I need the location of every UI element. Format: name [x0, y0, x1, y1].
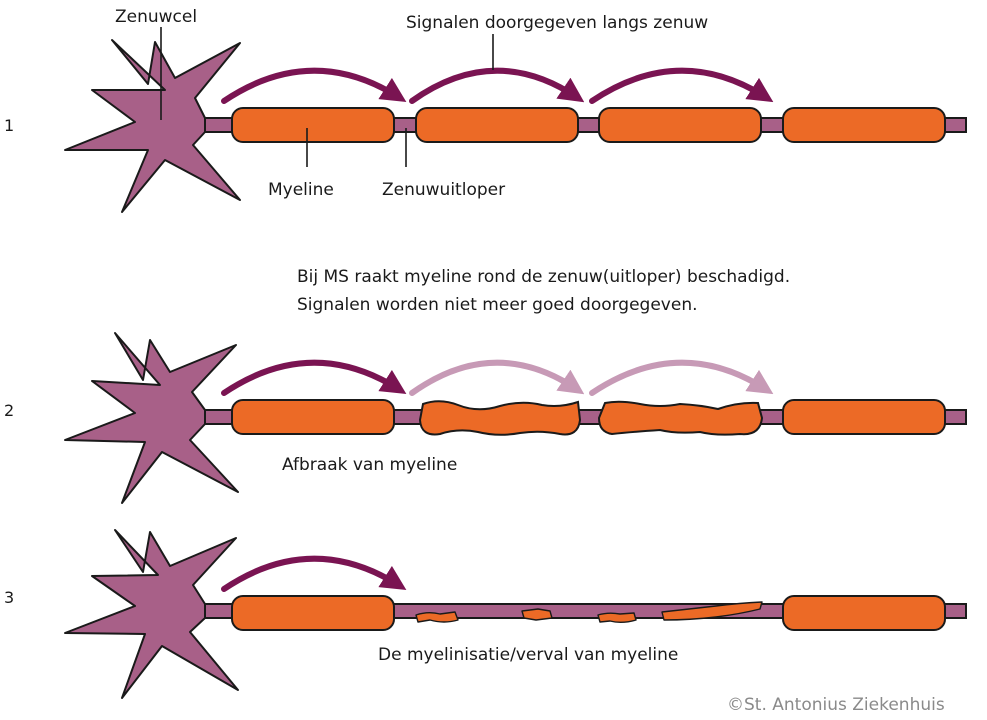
myelin-sheath-damaged: [418, 400, 582, 436]
nerve-cell-body: [64, 39, 241, 213]
myelin-sheath: [782, 399, 946, 435]
row-number-3: 3: [4, 588, 14, 607]
myelin-fragment: [415, 611, 459, 623]
label-demyelination: De myelinisatie/verval van myeline: [378, 645, 678, 665]
myelin-sheath: [782, 107, 946, 143]
row-3: 3 De myelinisatie/verval van myeline: [4, 529, 967, 699]
myelin-sheath: [231, 107, 395, 143]
signal-arrow-strong: [221, 359, 407, 396]
myelin-sheath: [415, 107, 579, 143]
myelin-sheath: [598, 107, 762, 143]
signal-arrow-strong: [409, 67, 585, 104]
myelin-sheath: [231, 595, 395, 631]
ms-explanation-line-1: Bij MS raakt myeline rond de zenuw(uitlo…: [297, 267, 790, 287]
signal-arrow-strong: [589, 67, 774, 104]
signal-arrow-strong: [221, 67, 407, 104]
label-myelin: Myeline: [268, 180, 334, 200]
label-myelin-breakdown: Afbraak van myeline: [282, 455, 457, 475]
myelin-fragment: [661, 601, 763, 621]
nerve-cell-body: [64, 332, 239, 504]
row-number-1: 1: [4, 116, 14, 135]
myelin-fragment: [597, 612, 637, 623]
myelin-sheath: [782, 595, 946, 631]
row-2: 2 Afbraak van myeline: [4, 332, 967, 504]
signal-arrow-weak: [589, 359, 774, 396]
ms-explanation-line-2: Signalen worden niet meer goed doorgegev…: [297, 295, 698, 315]
myelin-sheath-damaged: [597, 400, 764, 436]
row-number-2: 2: [4, 401, 14, 420]
label-axon: Zenuwuitloper: [382, 180, 505, 200]
label-nerve-cell: Zenuwcel: [115, 7, 197, 27]
signal-arrow-weak: [409, 359, 585, 396]
myelin-fragment: [521, 608, 553, 621]
row-1: 1 Zenuwcel Signalen doorgegeven langs ze…: [4, 7, 967, 213]
copyright-credit: ©St. Antonius Ziekenhuis: [727, 695, 945, 715]
signal-arrow-strong: [221, 555, 407, 592]
nerve-cell-body: [64, 529, 239, 699]
myelin-sheath: [231, 399, 395, 435]
label-signals: Signalen doorgegeven langs zenuw: [406, 13, 708, 33]
